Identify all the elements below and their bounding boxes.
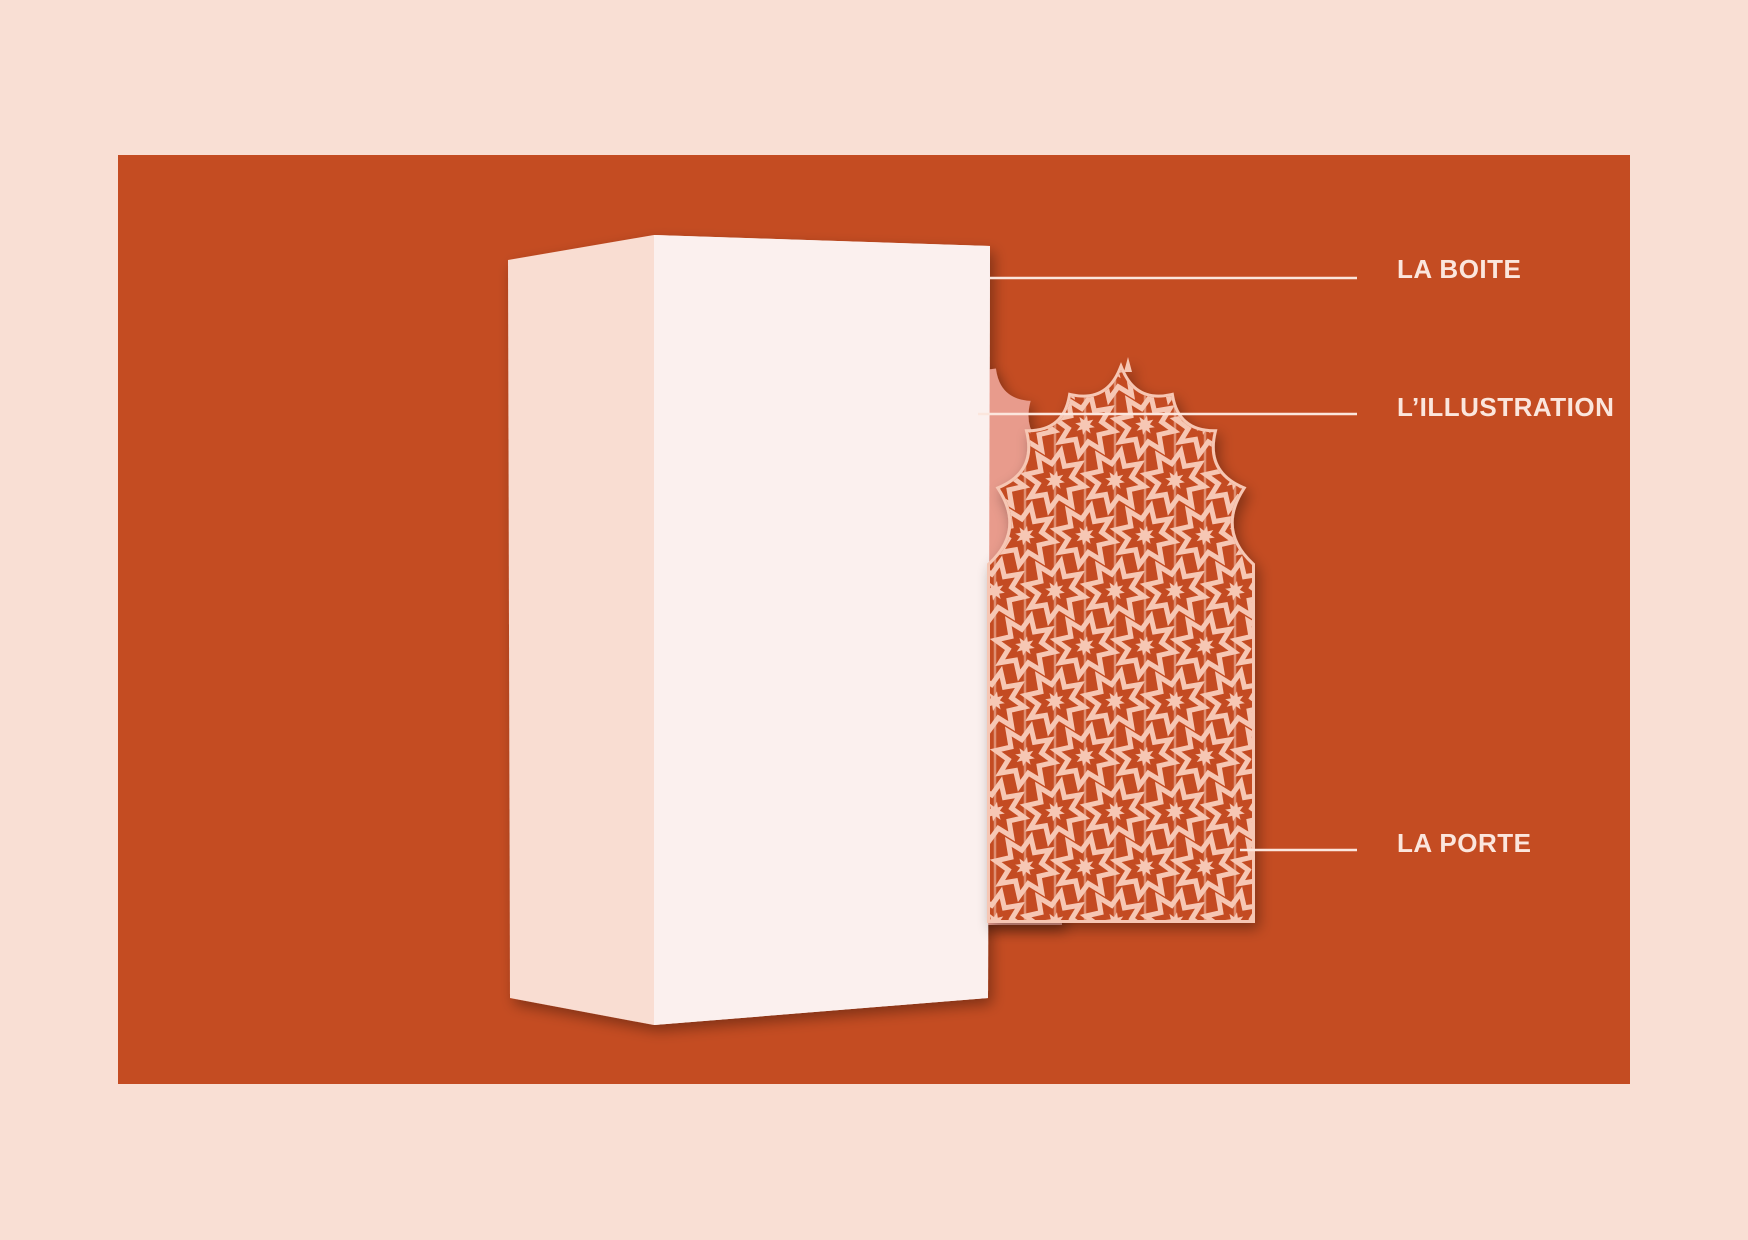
lattice-star-center-29 bbox=[1285, 581, 1305, 601]
box-side-face bbox=[508, 235, 654, 1025]
lattice-star-4 bbox=[1199, 370, 1252, 406]
lattice-star-center-53 bbox=[1285, 802, 1305, 822]
lattice-star-center-4 bbox=[1225, 370, 1245, 380]
lattice-star-center-35 bbox=[1315, 636, 1335, 656]
lattice-star-center-17 bbox=[1285, 471, 1305, 491]
lattice-star-3 bbox=[1139, 370, 1211, 406]
lattice-star-center-23 bbox=[1315, 526, 1335, 546]
lattice-star-36 bbox=[990, 665, 1031, 737]
lattice-star-48 bbox=[990, 776, 1031, 847]
lattice-star-41 bbox=[1266, 672, 1325, 731]
callout-illustration-label: L’ILLUSTRATION bbox=[1397, 392, 1615, 422]
lattice-star-24 bbox=[990, 555, 1031, 627]
lattice-star-center-65 bbox=[1285, 912, 1305, 932]
lattice-star-center-3 bbox=[1165, 370, 1185, 380]
lattice-star-35 bbox=[1296, 617, 1355, 676]
lattice-star-1 bbox=[1019, 370, 1091, 406]
callout-box-label: LA BOITE bbox=[1397, 254, 1522, 284]
lattice-star-center-59 bbox=[1315, 857, 1335, 877]
lattice-star-center-1 bbox=[1045, 370, 1065, 380]
lattice-star-center-10 bbox=[1255, 415, 1275, 435]
lattice-star-center-41 bbox=[1285, 691, 1305, 711]
lattice-star-5 bbox=[1266, 341, 1325, 400]
lattice-star-center-58 bbox=[1255, 857, 1275, 877]
lattice-star-center-22 bbox=[1255, 526, 1275, 546]
door-finial bbox=[1124, 357, 1132, 372]
lattice-star-center-5 bbox=[1285, 360, 1305, 380]
lattice-star-10 bbox=[1229, 389, 1252, 461]
lattice-star-60 bbox=[990, 886, 1031, 920]
lattice-star-23 bbox=[1296, 506, 1355, 565]
lattice-star-center-34 bbox=[1255, 636, 1275, 656]
lattice-star-center-11 bbox=[1315, 415, 1335, 435]
lattice-star-59 bbox=[1296, 837, 1355, 896]
lattice-star-17 bbox=[1266, 451, 1325, 510]
lattice-star-2 bbox=[1079, 370, 1151, 406]
lattice-star-center-47 bbox=[1315, 747, 1335, 767]
lattice-star-47 bbox=[1296, 727, 1355, 786]
box-front-overlap bbox=[654, 235, 990, 1025]
lattice-star-65 bbox=[1266, 893, 1325, 952]
lattice-star-center-46 bbox=[1255, 747, 1275, 767]
lattice-star-11 bbox=[1296, 396, 1355, 455]
callout-door-label: LA PORTE bbox=[1397, 828, 1532, 858]
lattice-star-29 bbox=[1266, 561, 1325, 620]
lattice-star-53 bbox=[1266, 782, 1325, 841]
